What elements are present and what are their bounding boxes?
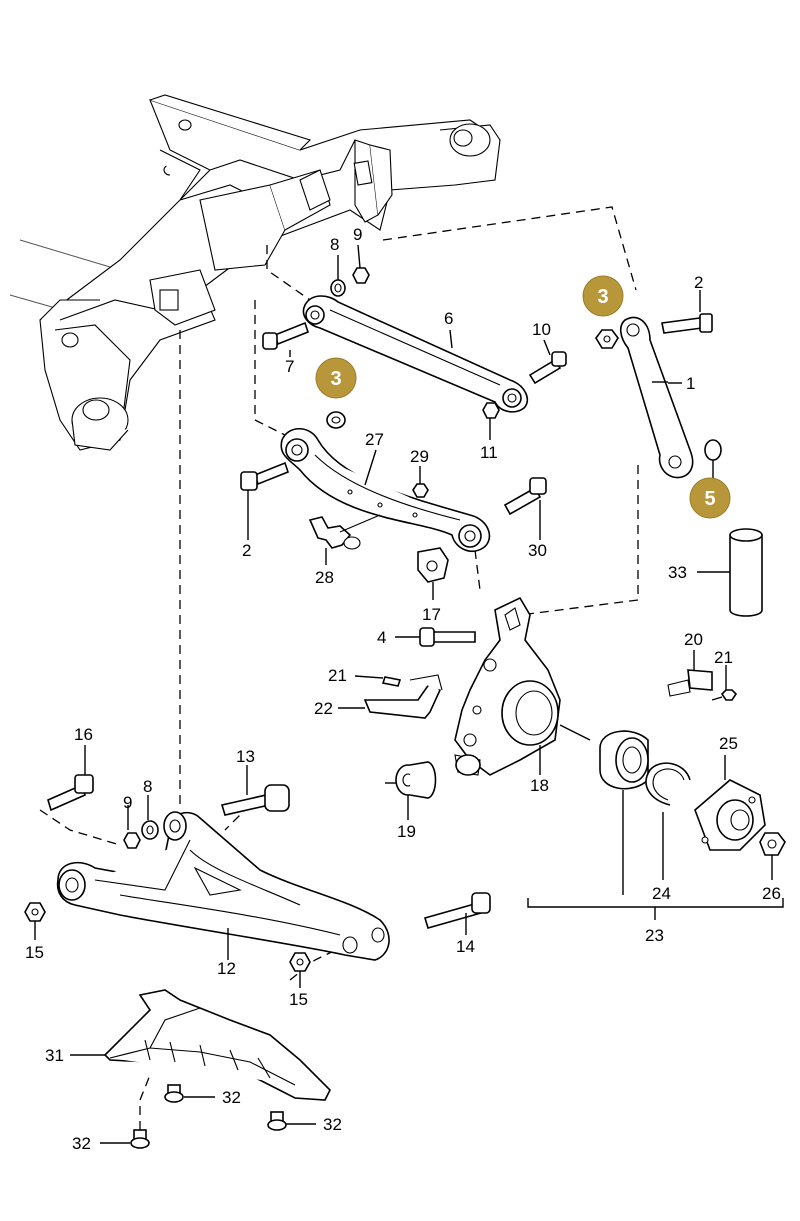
screw-part-32-a <box>164 1084 215 1103</box>
bolt-part-7 <box>262 321 309 350</box>
lower-control-arm-part-12 <box>56 811 390 961</box>
callout-23: 23 <box>645 926 664 945</box>
leader-lines <box>289 244 668 486</box>
callout-25: 25 <box>719 734 738 753</box>
callout-24: 24 <box>652 884 671 903</box>
washer-part-5 <box>704 439 722 480</box>
callout-32-c: 32 <box>72 1134 91 1153</box>
callout-8-lower: 8 <box>143 777 152 796</box>
wheel-carrier-part-18 <box>454 596 591 776</box>
callout-31: 31 <box>45 1046 64 1065</box>
callout-15-right: 15 <box>289 990 308 1009</box>
callout-19: 19 <box>397 822 416 841</box>
bolt-part-30 <box>503 477 547 540</box>
assembly-guide-lines <box>39 206 639 981</box>
nut-part-3-upper-link <box>595 329 619 349</box>
cylinder-part-33 <box>697 528 763 617</box>
callout-10: 10 <box>532 320 551 339</box>
bolt-part-2-camber-arm <box>240 461 289 540</box>
callout-6: 6 <box>444 309 453 328</box>
callout-14: 14 <box>456 937 475 956</box>
callout-27: 27 <box>365 430 384 449</box>
nut-part-26 <box>759 832 786 880</box>
nut-part-15-right <box>289 952 311 988</box>
bush-part-17 <box>417 547 449 600</box>
callout-18: 18 <box>530 776 549 795</box>
callout-26: 26 <box>762 884 781 903</box>
circlip-part-24 <box>645 762 691 880</box>
callout-1: 1 <box>686 374 695 393</box>
callout-4: 4 <box>377 628 386 647</box>
callout-21-left: 21 <box>328 666 347 685</box>
heat-shield-part-31 <box>70 989 331 1101</box>
badge-3-upper-text: 3 <box>597 286 608 308</box>
badge-3-middle-text: 3 <box>330 368 341 390</box>
nut-part-15-left <box>24 902 46 940</box>
sensor-bracket-part-22 <box>338 674 443 719</box>
callout-7: 7 <box>285 357 294 376</box>
callout-32-a: 32 <box>222 1088 241 1107</box>
track-rod-part-6 <box>302 295 529 413</box>
callout-2-upper: 2 <box>694 273 703 292</box>
screw-part-32-c <box>100 1074 151 1149</box>
callout-2-lower: 2 <box>242 541 251 560</box>
hub-part-25 <box>694 755 766 851</box>
bolt-part-2-upper-link <box>661 290 713 334</box>
screw-part-21-left <box>354 675 402 687</box>
callout-8-upper: 8 <box>330 235 339 254</box>
callout-28: 28 <box>315 568 334 587</box>
callout-12: 12 <box>217 959 236 978</box>
sensor-part-20 <box>667 650 713 697</box>
callout-15-left: 15 <box>25 943 44 962</box>
screw-part-21-right <box>711 665 738 701</box>
callout-33: 33 <box>668 563 687 582</box>
bolt-part-4 <box>395 627 476 647</box>
camber-arm-part-27 <box>280 427 491 552</box>
callout-11: 11 <box>480 443 498 462</box>
badge-3-upper: 3 <box>582 275 624 317</box>
bush-part-19 <box>385 761 437 820</box>
bolt-part-16 <box>47 745 94 812</box>
rear-subframe <box>9 94 501 451</box>
callout-13: 13 <box>236 747 255 766</box>
badge-5-text: 5 <box>704 488 715 510</box>
hub-assembly-bracket <box>527 898 784 920</box>
washer-part-8-lower <box>141 795 159 840</box>
nut-part-11 <box>482 402 500 419</box>
badge-5: 5 <box>689 477 731 519</box>
nut-part-9-lower <box>123 805 141 849</box>
callout-22: 22 <box>314 699 333 718</box>
callout-29: 29 <box>410 447 429 466</box>
washer-part-8-upper <box>330 279 346 297</box>
nut-part-3-camber-arm <box>326 411 346 429</box>
bracket-part-28 <box>308 514 381 565</box>
callout-numbers: 1 2 2 4 6 7 8 8 9 9 10 11 12 13 14 15 15… <box>25 225 781 1153</box>
callout-9-upper: 9 <box>353 225 362 244</box>
callout-17: 17 <box>422 605 441 624</box>
upper-link-part-1 <box>619 316 694 479</box>
callout-9-lower: 9 <box>123 793 132 812</box>
callout-16: 16 <box>74 725 93 744</box>
callout-21-right: 21 <box>714 648 733 667</box>
nut-part-9-upper <box>352 267 370 284</box>
callout-32-b: 32 <box>323 1115 342 1134</box>
wheel-bearing-part-23 <box>599 730 649 895</box>
bolt-part-14 <box>424 892 491 935</box>
callout-30: 30 <box>528 541 547 560</box>
badge-3-middle: 3 <box>315 357 357 399</box>
bolt-part-10 <box>528 351 567 385</box>
nut-part-29 <box>412 483 429 498</box>
bolt-part-13 <box>220 765 290 816</box>
callout-20: 20 <box>684 630 703 649</box>
screw-part-32-b <box>267 1111 316 1131</box>
